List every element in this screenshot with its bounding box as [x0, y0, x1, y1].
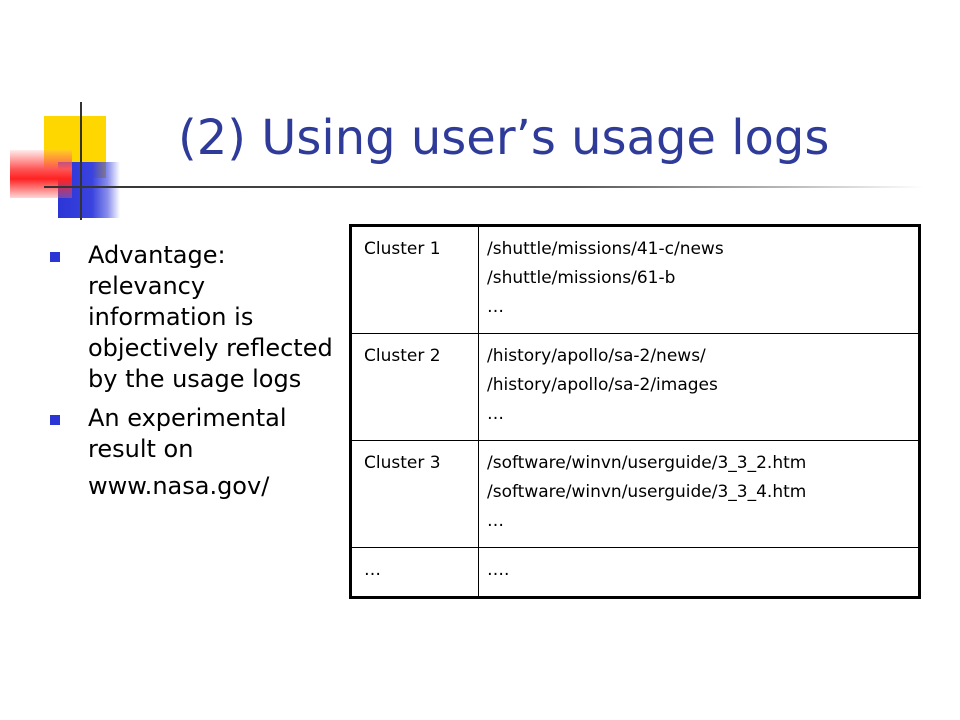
cluster-name: …: [364, 560, 381, 580]
url-path-ellipsis: …: [487, 404, 504, 424]
table-row: … ….: [350, 547, 920, 598]
url-path: /history/apollo/sa-2/news/: [487, 346, 706, 366]
url-path: /shuttle/missions/61-b: [487, 268, 676, 288]
bullet-square-icon: [50, 415, 60, 425]
cluster-name-cell: Cluster 3: [350, 440, 479, 548]
url-path: /shuttle/missions/41-c/news: [487, 239, 724, 259]
bullet-url: www.nasa.gov/: [88, 472, 270, 500]
cluster-paths-cell: /shuttle/missions/41-c/news /shuttle/mis…: [478, 225, 920, 334]
url-path-ellipsis: …: [487, 511, 504, 531]
url-path-ellipsis: …: [487, 297, 504, 317]
cluster-name: Cluster 1: [364, 239, 441, 259]
url-path: /history/apollo/sa-2/images: [487, 375, 718, 395]
decor-vertical-line: [80, 102, 82, 220]
url-path: /software/winvn/userguide/3_3_4.htm: [487, 482, 807, 502]
cluster-paths-cell: /history/apollo/sa-2/news/ /history/apol…: [478, 333, 920, 441]
url-path-ellipsis: ….: [487, 560, 510, 580]
cluster-name-cell: Cluster 2: [350, 333, 479, 441]
table-row: Cluster 2 /history/apollo/sa-2/news/ /hi…: [350, 333, 920, 441]
bullet-item-experiment: An experimental result on www.nasa.gov/: [50, 403, 340, 502]
cluster-paths-cell: /software/winvn/userguide/3_3_2.htm /sof…: [478, 440, 920, 548]
title-underline: [44, 186, 924, 188]
table-row: Cluster 1 /shuttle/missions/41-c/news /s…: [350, 225, 920, 334]
cluster-table: Cluster 1 /shuttle/missions/41-c/news /s…: [349, 224, 921, 599]
bullet-list: Advantage: relevancy information is obje…: [50, 240, 340, 510]
table-row: Cluster 3 /software/winvn/userguide/3_3_…: [350, 440, 920, 548]
cluster-name: Cluster 3: [364, 453, 441, 473]
cluster-name: Cluster 2: [364, 346, 441, 366]
cluster-name-cell: …: [350, 547, 479, 598]
bullet-square-icon: [50, 252, 60, 262]
bullet-text: An experimental result on: [88, 404, 287, 463]
cluster-name-cell: Cluster 1: [350, 225, 479, 334]
bullet-text: Advantage: relevancy information is obje…: [88, 241, 333, 393]
url-path: /software/winvn/userguide/3_3_2.htm: [487, 453, 807, 473]
decor-red-square: [10, 150, 72, 198]
slide-title: (2) Using user’s usage logs: [178, 110, 830, 166]
cluster-paths-cell: ….: [478, 547, 920, 598]
bullet-item-advantage: Advantage: relevancy information is obje…: [50, 240, 340, 395]
